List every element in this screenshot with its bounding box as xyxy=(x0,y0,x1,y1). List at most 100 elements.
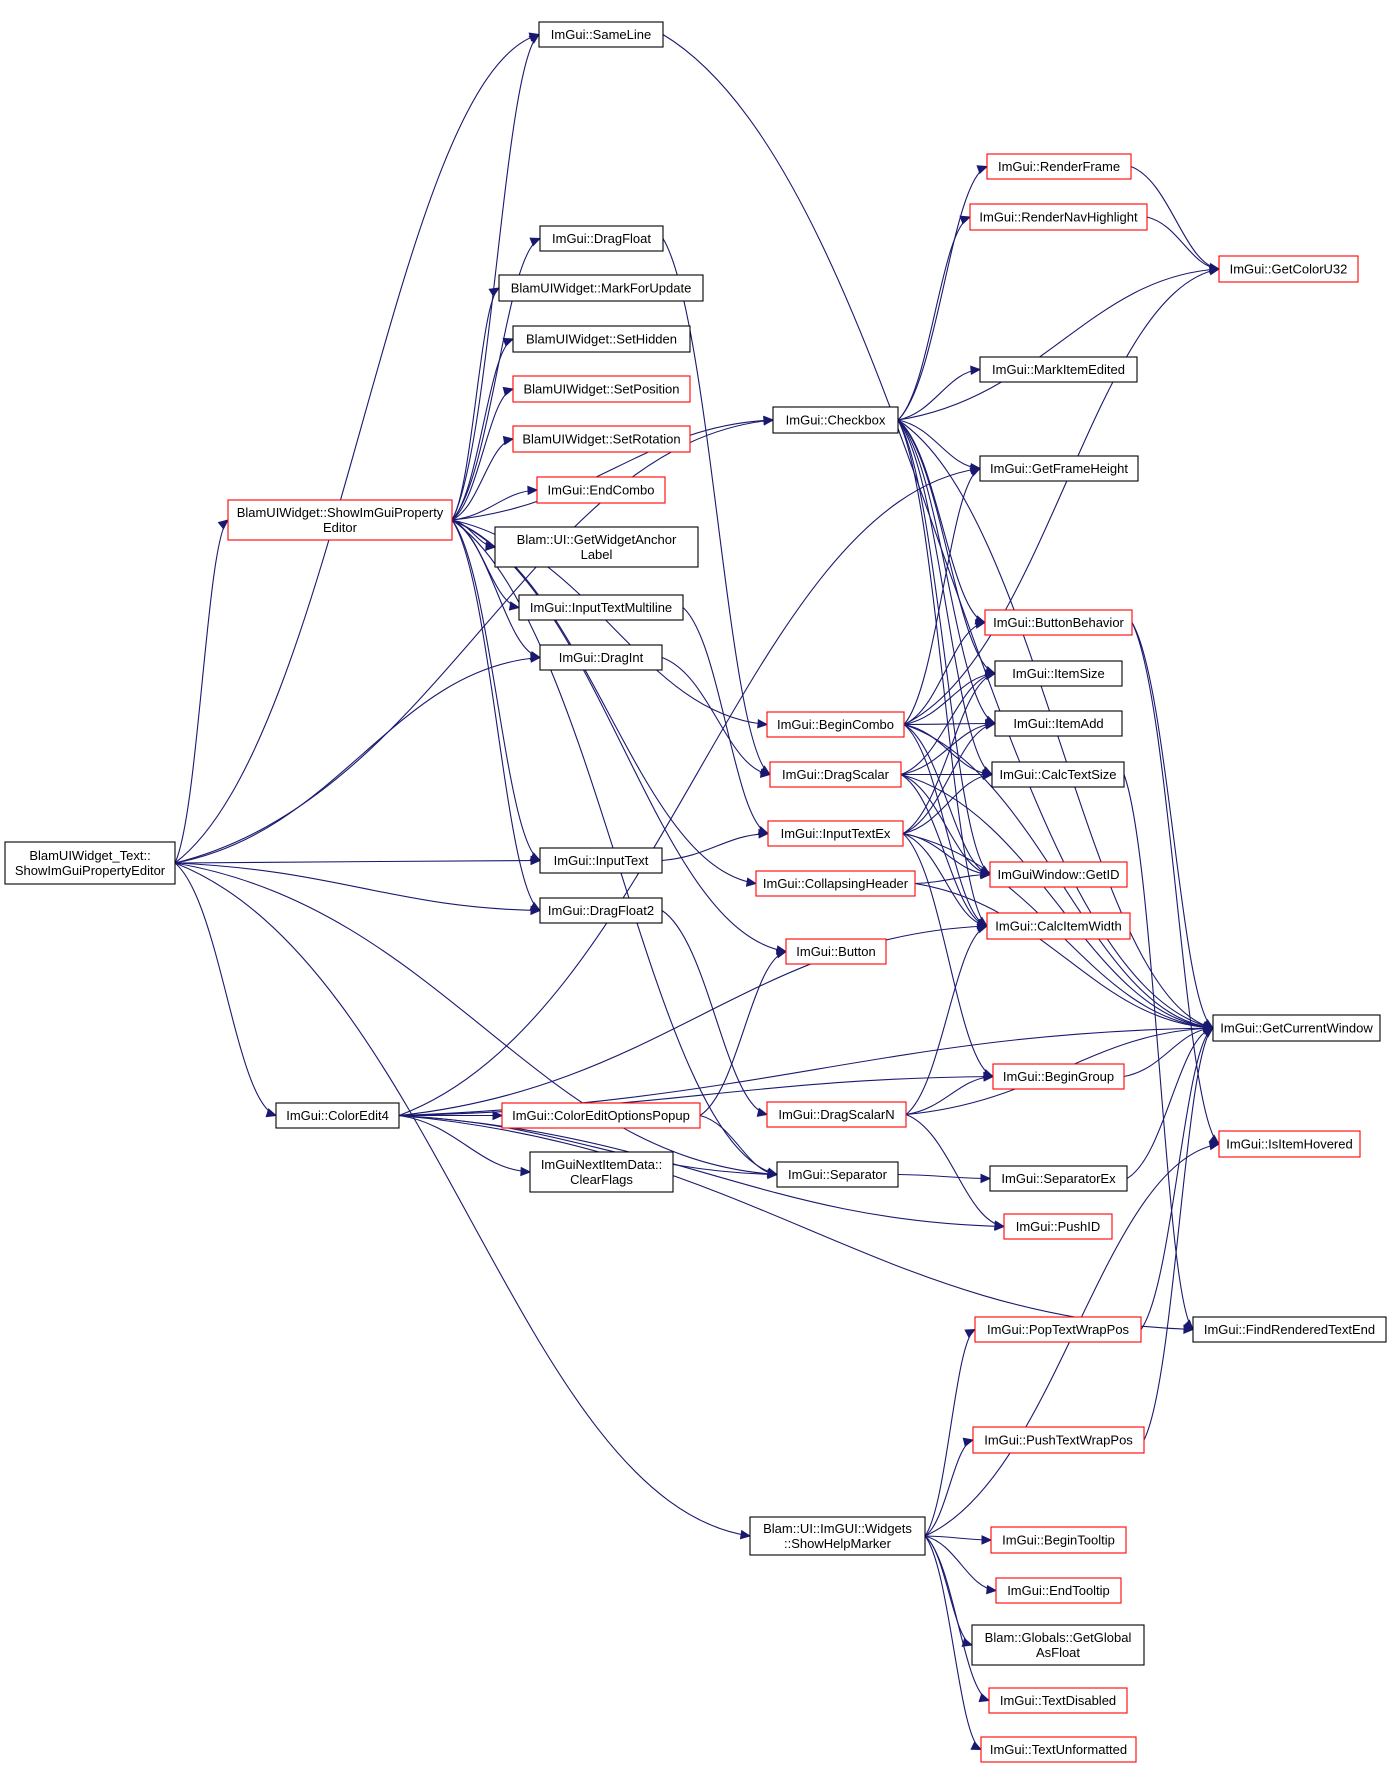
node-renderframe-label-0: ImGui::RenderFrame xyxy=(998,159,1120,174)
node-calcitemwidth-box xyxy=(986,912,1131,940)
node-coloreditoptionspopup-box xyxy=(501,1102,701,1129)
node-textunformatted[interactable]: ImGui::TextUnformatted xyxy=(980,1736,1137,1763)
node-pushid[interactable]: ImGui::PushID xyxy=(1003,1213,1113,1240)
edge-showimgui-to-endcombo xyxy=(451,489,538,521)
edge-checkbox-to-renderframe xyxy=(897,165,988,421)
node-poptextwrappos[interactable]: ImGui::PopTextWrapPos xyxy=(974,1316,1142,1343)
node-root[interactable]: BlamUIWidget_Text::ShowImGuiPropertyEdit… xyxy=(4,841,176,885)
edge-dragint-to-dragscalar xyxy=(661,656,771,776)
edge-dragscalarn-to-calcitemwidth xyxy=(905,925,988,1115)
node-dragscalarn[interactable]: ImGui::DragScalarN xyxy=(766,1101,907,1128)
edge-root-to-sameline xyxy=(174,33,540,864)
node-dragint[interactable]: ImGui::DragInt xyxy=(539,644,663,671)
node-setrotation[interactable]: BlamUIWidget::SetRotation xyxy=(512,425,691,453)
node-begincombo-box xyxy=(766,711,905,738)
node-renderframe[interactable]: ImGui::RenderFrame xyxy=(986,153,1132,180)
node-root-box xyxy=(4,841,176,885)
edge-showimgui-to-sethidden xyxy=(451,338,514,521)
node-dragfloat[interactable]: ImGui::DragFloat xyxy=(539,225,664,252)
edge-coloredit4-to-pushid xyxy=(398,1114,1005,1228)
edge-dragscalar-to-getid xyxy=(900,773,991,876)
node-getframeheight[interactable]: ImGui::GetFrameHeight xyxy=(979,455,1139,482)
arrowhead-checkbox-to-markitemedited xyxy=(970,365,982,375)
node-inputtext-label-0: ImGui::InputText xyxy=(554,853,649,868)
node-findrenderedtextend[interactable]: ImGui::FindRenderedTextEnd xyxy=(1192,1316,1387,1343)
node-itemadd[interactable]: ImGui::ItemAdd xyxy=(994,710,1123,737)
node-buttonbehavior[interactable]: ImGui::ButtonBehavior xyxy=(984,609,1133,636)
node-collapsingheader[interactable]: ImGui::CollapsingHeader xyxy=(755,870,916,897)
edge-dragscalar-to-itemsize xyxy=(900,672,996,776)
node-markitemedited[interactable]: ImGui::MarkItemEdited xyxy=(979,356,1138,383)
node-button[interactable]: ImGui::Button xyxy=(785,938,887,965)
edge-showhelpmarker-to-poptextwrappos xyxy=(924,1329,976,1537)
node-textdisabled[interactable]: ImGui::TextDisabled xyxy=(988,1687,1128,1714)
arrowhead-separator-to-separatorex xyxy=(980,1173,992,1184)
node-getcoloru32[interactable]: ImGui::GetColorU32 xyxy=(1218,255,1359,283)
node-endcombo[interactable]: ImGui::EndCombo xyxy=(536,476,666,504)
edge-showimgui-to-dragint xyxy=(451,519,541,659)
node-calcitemwidth[interactable]: ImGui::CalcItemWidth xyxy=(986,912,1131,940)
node-dragfloat2-label-0: ImGui::DragFloat2 xyxy=(548,903,654,918)
node-inputtextmultiline[interactable]: ImGui::InputTextMultiline xyxy=(518,594,684,621)
node-buttonbehavior-label-0: ImGui::ButtonBehavior xyxy=(993,615,1124,630)
node-coloredit4[interactable]: ImGui::ColorEdit4 xyxy=(275,1102,400,1129)
node-separator-box xyxy=(776,1161,899,1188)
node-markforupdate[interactable]: BlamUIWidget::MarkForUpdate xyxy=(498,274,704,302)
node-begincombo[interactable]: ImGui::BeginCombo xyxy=(766,711,905,738)
edge-checkbox-to-rendernavhighlight xyxy=(897,216,971,421)
node-getid[interactable]: ImGuiWindow::GetID xyxy=(989,861,1128,888)
node-endtooltip[interactable]: ImGui::EndTooltip xyxy=(995,1577,1122,1604)
node-endcombo-box xyxy=(536,476,666,504)
node-showhelpmarker[interactable]: Blam::UI::ImGUI::Widgets::ShowHelpMarker xyxy=(749,1516,926,1556)
node-begintooltip-box xyxy=(990,1526,1127,1554)
edge-inputtextex-to-calcitemwidth xyxy=(902,832,988,927)
node-separator[interactable]: ImGui::Separator xyxy=(776,1161,899,1188)
node-findrenderedtextend-box xyxy=(1192,1316,1387,1343)
node-getcurrentwindow[interactable]: ImGui::GetCurrentWindow xyxy=(1212,1014,1381,1042)
node-begintooltip[interactable]: ImGui::BeginTooltip xyxy=(990,1526,1127,1554)
node-separatorex[interactable]: ImGui::SeparatorEx xyxy=(989,1165,1128,1192)
edge-inputtext-to-inputtextex xyxy=(661,832,769,862)
edge-inputtextex-to-begingroup xyxy=(902,833,994,1078)
node-clearflags[interactable]: ImGuiNextItemData::ClearFlags xyxy=(529,1151,674,1193)
node-showimgui[interactable]: BlamUIWidget::ShowImGuiPropertyEditor xyxy=(227,499,453,541)
arrowhead-collapsingheader-to-getid xyxy=(980,869,992,880)
node-coloreditoptionspopup-label-0: ImGui::ColorEditOptionsPopup xyxy=(512,1108,690,1123)
node-coloreditoptionspopup[interactable]: ImGui::ColorEditOptionsPopup xyxy=(501,1102,701,1129)
edge-separatorex-to-getcurrentwindow xyxy=(1126,1027,1214,1179)
node-inputtext[interactable]: ImGui::InputText xyxy=(539,847,663,874)
arrowhead-coloreditoptionspopup-to-separator xyxy=(767,1168,779,1179)
node-dragfloat2[interactable]: ImGui::DragFloat2 xyxy=(539,897,663,924)
node-rendernavhighlight[interactable]: ImGui::RenderNavHighlight xyxy=(969,203,1148,231)
node-separatorex-box xyxy=(989,1165,1128,1192)
node-dragscalar[interactable]: ImGui::DragScalar xyxy=(769,761,902,788)
node-sameline[interactable]: ImGui::SameLine xyxy=(538,21,664,48)
arrowhead-showimgui-to-sethidden xyxy=(502,337,515,347)
node-calctextsize-label-0: ImGui::CalcTextSize xyxy=(999,767,1116,782)
edge-root-to-coloredit4 xyxy=(174,862,277,1117)
arrowhead-coloredit4-to-clearflags xyxy=(520,1166,532,1177)
node-calctextsize[interactable]: ImGui::CalcTextSize xyxy=(991,761,1125,788)
node-itemsize[interactable]: ImGui::ItemSize xyxy=(994,660,1123,687)
edge-dragfloat2-to-dragscalarn xyxy=(661,910,768,1116)
node-pushtextwrappos[interactable]: ImGui::PushTextWrapPos xyxy=(972,1426,1145,1454)
node-inputtextex[interactable]: ImGui::InputTextEx xyxy=(767,820,904,847)
node-inputtextex-box xyxy=(767,820,904,847)
edge-checkbox-to-itemsize xyxy=(897,419,996,675)
node-isitemhovered[interactable]: ImGui::IsItemHovered xyxy=(1218,1130,1361,1158)
node-setposition[interactable]: BlamUIWidget::SetPosition xyxy=(512,375,691,403)
node-getwidgetanchor-label-0: Blam::UI::GetWidgetAnchor xyxy=(517,532,677,547)
arrowhead-begincombo-to-getframeheight xyxy=(969,467,982,477)
node-checkbox[interactable]: ImGui::Checkbox xyxy=(772,406,899,434)
arrowhead-showimgui-to-inputtext xyxy=(529,852,542,862)
arrowhead-showhelpmarker-to-poptextwrappos xyxy=(964,1328,977,1339)
node-sethidden[interactable]: BlamUIWidget::SetHidden xyxy=(512,325,691,353)
node-collapsingheader-box xyxy=(755,870,916,897)
arrowhead-showhelpmarker-to-endtooltip xyxy=(986,1584,998,1595)
node-getglobalasfloat-box xyxy=(971,1624,1145,1666)
arrowhead-root-to-showhelpmarker xyxy=(739,1529,752,1540)
edge-buttonbehavior-to-isitemhovered xyxy=(1131,622,1220,1145)
node-begingroup[interactable]: ImGui::BeginGroup xyxy=(992,1063,1125,1090)
